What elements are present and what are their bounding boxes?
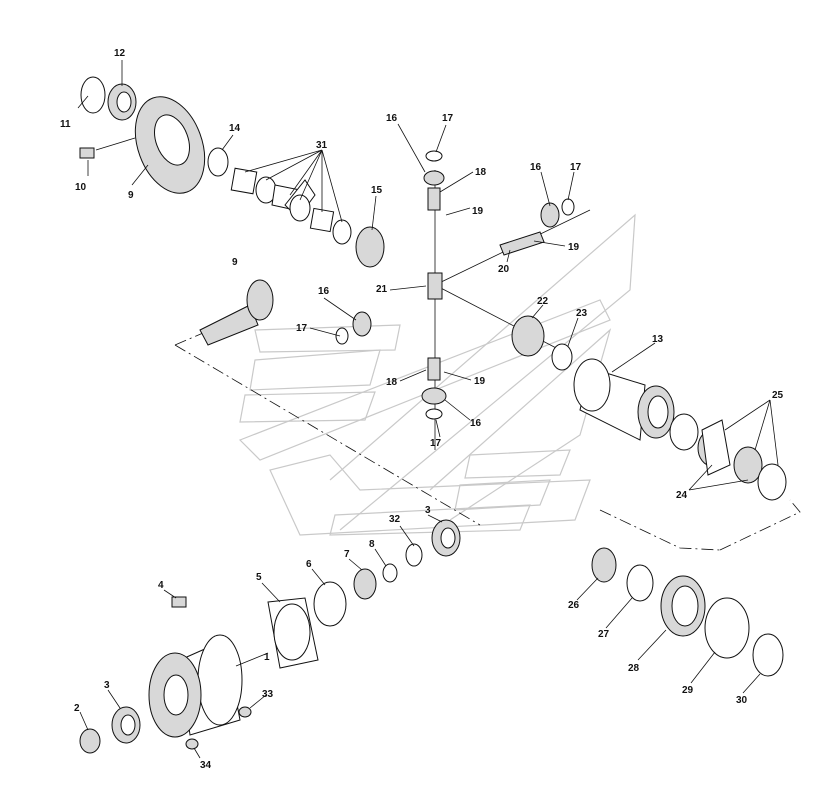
pinion-16-left bbox=[352, 311, 372, 337]
differential-spider bbox=[335, 150, 575, 420]
callout-6: 6 bbox=[306, 559, 312, 570]
callout-26: 26 bbox=[568, 600, 580, 611]
gasket-5 bbox=[267, 597, 319, 669]
center-lines bbox=[174, 170, 801, 551]
pin-18-bottom bbox=[427, 357, 441, 381]
callout-21: 21 bbox=[376, 284, 388, 295]
o-ring-29 bbox=[704, 597, 750, 659]
callout-17: 17 bbox=[430, 438, 442, 449]
callout-9: 9 bbox=[128, 190, 134, 201]
callout-15: 15 bbox=[371, 185, 383, 196]
callout-17: 17 bbox=[296, 323, 308, 334]
snap-ring-27 bbox=[626, 564, 654, 602]
callout-7: 7 bbox=[344, 549, 350, 560]
callout-34: 34 bbox=[200, 760, 212, 771]
bearing-3-upper bbox=[405, 519, 461, 567]
plug-34 bbox=[185, 738, 199, 750]
callout-labels: 1 2 3 3 4 5 6 7 8 9 9 10 11 12 13 14 15 … bbox=[60, 48, 784, 771]
pin-18-top bbox=[427, 187, 441, 211]
nut-and-bearing-lower bbox=[79, 706, 141, 754]
ring-gear-assembly bbox=[79, 76, 229, 194]
bolt-4 bbox=[171, 596, 187, 608]
hub-housing-1 bbox=[148, 596, 252, 750]
leader-lines bbox=[77, 60, 779, 759]
cross-shaft-21 bbox=[427, 272, 443, 300]
pinion-16-top bbox=[423, 170, 445, 186]
side-gear-15 bbox=[355, 226, 385, 268]
seal-26 bbox=[591, 547, 617, 583]
callout-17: 17 bbox=[442, 113, 454, 124]
thrust-washers-31 bbox=[230, 167, 352, 245]
callout-20: 20 bbox=[498, 264, 510, 275]
washer-17-top bbox=[425, 150, 443, 162]
callout-33: 33 bbox=[262, 689, 274, 700]
callout-1: 1 bbox=[264, 652, 270, 663]
o-ring-6 bbox=[313, 581, 347, 627]
ring-8 bbox=[382, 563, 398, 583]
callout-31: 31 bbox=[316, 140, 328, 151]
side-gear-22 bbox=[511, 315, 545, 357]
washer-17-right bbox=[561, 198, 575, 216]
callout-5: 5 bbox=[256, 572, 262, 583]
callout-3: 3 bbox=[104, 680, 110, 691]
callout-19: 19 bbox=[568, 242, 580, 253]
callout-10: 10 bbox=[75, 182, 87, 193]
shim-14 bbox=[207, 147, 229, 177]
callout-30: 30 bbox=[736, 695, 748, 706]
callout-27: 27 bbox=[598, 629, 610, 640]
callout-14: 14 bbox=[229, 123, 241, 134]
callout-2: 2 bbox=[74, 703, 80, 714]
bolt-10 bbox=[79, 147, 95, 159]
callout-25: 25 bbox=[772, 390, 784, 401]
snap-ring-11 bbox=[80, 76, 106, 114]
callout-16: 16 bbox=[386, 113, 398, 124]
spacer-32 bbox=[405, 543, 423, 567]
callout-22: 22 bbox=[537, 296, 549, 307]
washer-23 bbox=[551, 343, 573, 371]
callout-18: 18 bbox=[386, 377, 398, 388]
pinion-16-right bbox=[540, 202, 560, 228]
clutch-discs bbox=[669, 413, 787, 501]
callout-3: 3 bbox=[425, 505, 431, 516]
callout-13: 13 bbox=[652, 334, 664, 345]
callout-17: 17 bbox=[570, 162, 582, 173]
outer-bearing-group bbox=[591, 547, 784, 677]
callout-32: 32 bbox=[389, 514, 401, 525]
callout-16: 16 bbox=[470, 418, 482, 429]
pinion-16-bottom bbox=[421, 387, 447, 405]
callout-16: 16 bbox=[530, 162, 542, 173]
callout-8: 8 bbox=[369, 539, 375, 550]
nut-2 bbox=[79, 728, 101, 754]
callout-11: 11 bbox=[60, 119, 71, 130]
callout-16: 16 bbox=[318, 286, 330, 297]
fitting-33 bbox=[238, 706, 252, 718]
callout-18: 18 bbox=[475, 167, 487, 178]
shaft-20 bbox=[499, 231, 545, 256]
washer-17-bottom bbox=[425, 408, 443, 420]
callout-29: 29 bbox=[682, 685, 694, 696]
snap-ring-30 bbox=[752, 633, 784, 677]
seal-7 bbox=[353, 568, 377, 600]
callout-23: 23 bbox=[576, 308, 588, 319]
callout-28: 28 bbox=[628, 663, 640, 674]
callout-4: 4 bbox=[158, 580, 164, 591]
callout-19: 19 bbox=[472, 206, 484, 217]
diff-housing-13 bbox=[573, 358, 675, 441]
pinion-shaft-9 bbox=[199, 279, 274, 346]
washer-17-left bbox=[335, 327, 349, 345]
callout-24: 24 bbox=[676, 490, 688, 501]
seal-rings bbox=[313, 563, 398, 627]
callout-9: 9 bbox=[232, 257, 238, 268]
callout-19: 19 bbox=[474, 376, 486, 387]
callout-12: 12 bbox=[114, 48, 126, 59]
